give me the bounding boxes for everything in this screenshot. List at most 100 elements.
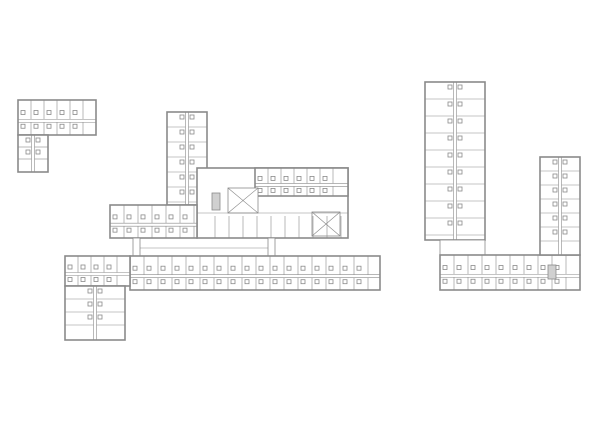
east-block-bar-bathroom [540,278,546,284]
central-block-north-rooms-bathroom [322,187,328,193]
east-block-bar-bathroom [442,278,448,284]
top-left-block-leg-bathroom [35,149,41,155]
east-tower-bathroom [447,101,453,107]
west-wing-bathroom [112,214,118,220]
central-tower-bathroom [189,144,195,150]
east-tower-bathroom [457,152,463,158]
central-block-north-rooms-bathroom [296,175,302,181]
east-tower-bathroom [457,186,463,192]
east-tower-bathroom [457,84,463,90]
top-left-block-leg-bathroom [25,137,31,143]
east-block-bar-bathroom [512,265,518,270]
southwest-block-bar-bathroom [80,264,86,270]
top-left-block-bar-bathroom [59,110,65,115]
west-wing-bathroom [140,227,146,233]
west-wing-bathroom [126,214,132,220]
southwest-block-bar-bathroom [93,264,99,270]
south-wing-bathroom [244,265,250,271]
central-block-north-rooms-bathroom [270,175,276,181]
east-block-bar-bathroom [484,265,490,270]
east-block-bar-bathroom [498,278,504,284]
west-wing-bathroom [154,214,160,220]
east-block-bar-bathroom [470,278,476,284]
east-tower-bathroom [447,84,453,90]
south-wing-bathroom [188,265,194,271]
top-left-block-bar-bathroom [46,123,52,129]
south-wing-bathroom [342,265,348,271]
top-left-block-bar-bathroom [72,110,78,115]
east-tower-bathroom [447,220,453,226]
top-left-block-leg-bathroom [35,137,41,143]
east-block-bar-bathroom [526,265,532,270]
east-block-leg-bathroom [552,215,558,221]
south-wing-bathroom [342,279,348,285]
south-wing-bathroom [258,279,264,285]
connector-east [267,237,276,259]
southwest-block-leg-bathroom [97,288,103,294]
east-block-leg-bathroom [552,201,558,207]
central-tower-bathroom [179,114,185,120]
east-tower-bathroom [447,152,453,158]
south-wing-bathroom [160,279,166,285]
east-block-bar-bathroom [554,278,560,284]
southwest-block-bar-bathroom [93,277,99,282]
east-block-bar-bathroom [512,278,518,284]
east-block-bar-bathroom [442,265,448,270]
central-block-north-rooms-bathroom [283,175,289,181]
south-wing-bathroom [202,279,208,285]
west-wing-bathroom [154,227,160,233]
top-left-block-bar-bathroom [72,123,78,129]
southwest-block-bar-bathroom [67,264,73,270]
southwest-block-leg [64,285,126,341]
south-wing-bathroom [216,265,222,271]
south-wing-bathroom [286,265,292,271]
south-wing-bathroom [300,279,306,285]
central-tower-bathroom [189,189,195,195]
top-left-block-bar-bathroom [33,110,39,115]
east-tower-bathroom [457,118,463,124]
east-tower-bathroom [447,169,453,175]
central-tower-bathroom [179,129,185,135]
south-wing-bathroom [230,265,236,271]
east-stair [547,264,557,280]
east-tower-bathroom [447,203,453,209]
south-wing-bathroom [174,279,180,285]
southwest-block-leg-bathroom [87,288,93,294]
west-wing-bathroom [112,227,118,233]
central-tower-bathroom [189,129,195,135]
central-block-north-rooms [254,167,349,197]
top-left-block-leg [17,134,49,173]
west-wing-bathroom [182,227,188,233]
central-tower-bathroom [179,174,185,180]
top-left-block-bar-bathroom [46,110,52,115]
east-block-bar-bathroom [498,265,504,270]
south-wing-bathroom [160,265,166,271]
east-tower [424,81,486,241]
central-block-north-rooms-bathroom [309,187,315,193]
central-block-north-rooms-bathroom [257,175,263,181]
atrium-cross [227,187,259,214]
central-tower-bathroom [179,144,185,150]
central-tower-bathroom [189,159,195,165]
south-wing-bathroom [258,265,264,271]
southwest-block-bar-bathroom [80,277,86,282]
central-block-north-rooms-bathroom [257,187,263,193]
east-block-bar-bathroom [470,265,476,270]
west-wing-bathroom [168,227,174,233]
west-wing-bathroom [168,214,174,220]
south-wing-bathroom [314,279,320,285]
central-block-north-rooms-bathroom [322,175,328,181]
central-tower-bathroom [179,159,185,165]
central-block-north-rooms-bathroom [309,175,315,181]
south-wing-bathroom [146,279,152,285]
south-wing-bathroom [356,265,362,271]
stair-shaft [211,192,221,211]
south-wing-bathroom [244,279,250,285]
south-wing-bathroom [328,279,334,285]
top-left-block-bar-bathroom [33,123,39,129]
top-left-block-bar-bathroom [59,123,65,129]
courtyard-cross [311,211,341,237]
east-block-leg-bathroom [552,187,558,193]
west-wing-bathroom [182,214,188,220]
